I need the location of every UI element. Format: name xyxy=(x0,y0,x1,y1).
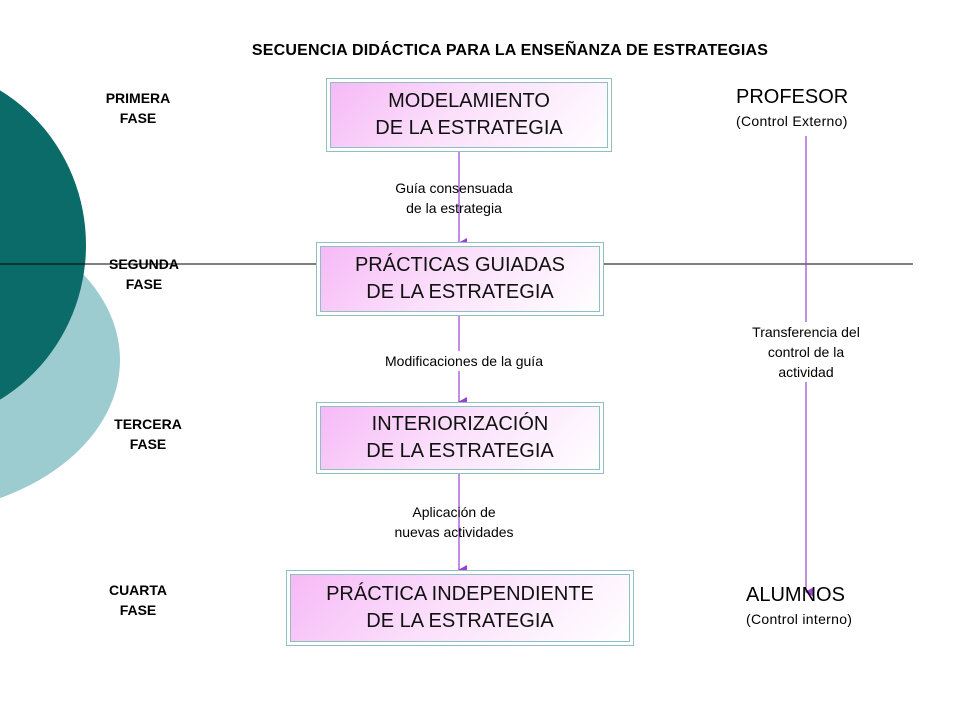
phase-label-fourth: CUARTA FASE xyxy=(78,580,198,620)
role-students: ALUMNOS (Control interno) xyxy=(746,582,916,628)
decorative-dark-circle xyxy=(0,90,86,400)
step-box-line: PRÁCTICAS GUIADAS xyxy=(354,254,566,276)
role-teacher: PROFESOR (Control Externo) xyxy=(736,84,916,130)
connector-label-line: Aplicación de xyxy=(412,504,496,520)
phase-label-line: FASE xyxy=(125,276,163,292)
step-box-independent-practice: PRÁCTICA INDEPENDIENTE DE LA ESTRATEGIA xyxy=(290,574,630,642)
connector-label-line: Modificaciones de la guía xyxy=(385,353,543,369)
step-box-line: INTERIORIZACIÓN xyxy=(371,413,549,435)
role-teacher-subtitle: (Control Externo) xyxy=(736,113,848,129)
step-box-guided-practice: PRÁCTICAS GUIADAS DE LA ESTRATEGIA xyxy=(320,246,600,312)
connector-label-line: nuevas actividades xyxy=(394,524,514,540)
phase-label-line: SEGUNDA xyxy=(108,256,179,272)
step-box-modeling: MODELAMIENTO DE LA ESTRATEGIA xyxy=(330,82,608,148)
phase-label-line: CUARTA xyxy=(108,582,168,598)
connector-label-line: de la estrategia xyxy=(406,200,502,216)
phase-label-line: FASE xyxy=(119,110,157,126)
connector-label-guide-changes: Modificaciones de la guía xyxy=(334,351,594,371)
transfer-label-line: actividad xyxy=(778,364,834,380)
connector-label-agreed-guide: Guía consensuada de la estrategia xyxy=(344,178,564,218)
step-box-line: DE LA ESTRATEGIA xyxy=(375,117,563,139)
phase-label-line: PRIMERA xyxy=(105,90,171,106)
step-box-line: DE LA ESTRATEGIA xyxy=(366,610,554,632)
step-box-line: MODELAMIENTO xyxy=(388,90,550,112)
step-box-line: DE LA ESTRATEGIA xyxy=(366,440,554,462)
phase-label-line: TERCERA xyxy=(114,416,182,432)
step-box-internalization: INTERIORIZACIÓN DE LA ESTRATEGIA xyxy=(320,406,600,470)
role-teacher-name: PROFESOR xyxy=(736,86,849,108)
connector-label-line: Guía consensuada xyxy=(395,180,513,196)
transfer-control-label: Transferencia del control de la activida… xyxy=(726,322,886,382)
role-students-name: ALUMNOS xyxy=(746,584,845,606)
role-students-subtitle: (Control interno) xyxy=(746,611,853,627)
step-box-line: PRÁCTICA INDEPENDIENTE xyxy=(326,583,594,605)
phase-label-third: TERCERA FASE xyxy=(88,414,208,454)
phase-label-line: FASE xyxy=(119,602,157,618)
diagram-title: SECUENCIA DIDÁCTICA PARA LA ENSEÑANZA DE… xyxy=(251,42,769,59)
transfer-label-line: control de la xyxy=(767,344,845,360)
transfer-label-line: Transferencia del xyxy=(752,324,860,340)
phase-label-line: FASE xyxy=(129,436,167,452)
step-box-line: DE LA ESTRATEGIA xyxy=(366,281,554,303)
phase-label-first: PRIMERA FASE xyxy=(78,88,198,128)
phase-label-second: SEGUNDA FASE xyxy=(84,254,204,294)
connector-label-new-activities: Aplicación de nuevas actividades xyxy=(344,502,564,542)
